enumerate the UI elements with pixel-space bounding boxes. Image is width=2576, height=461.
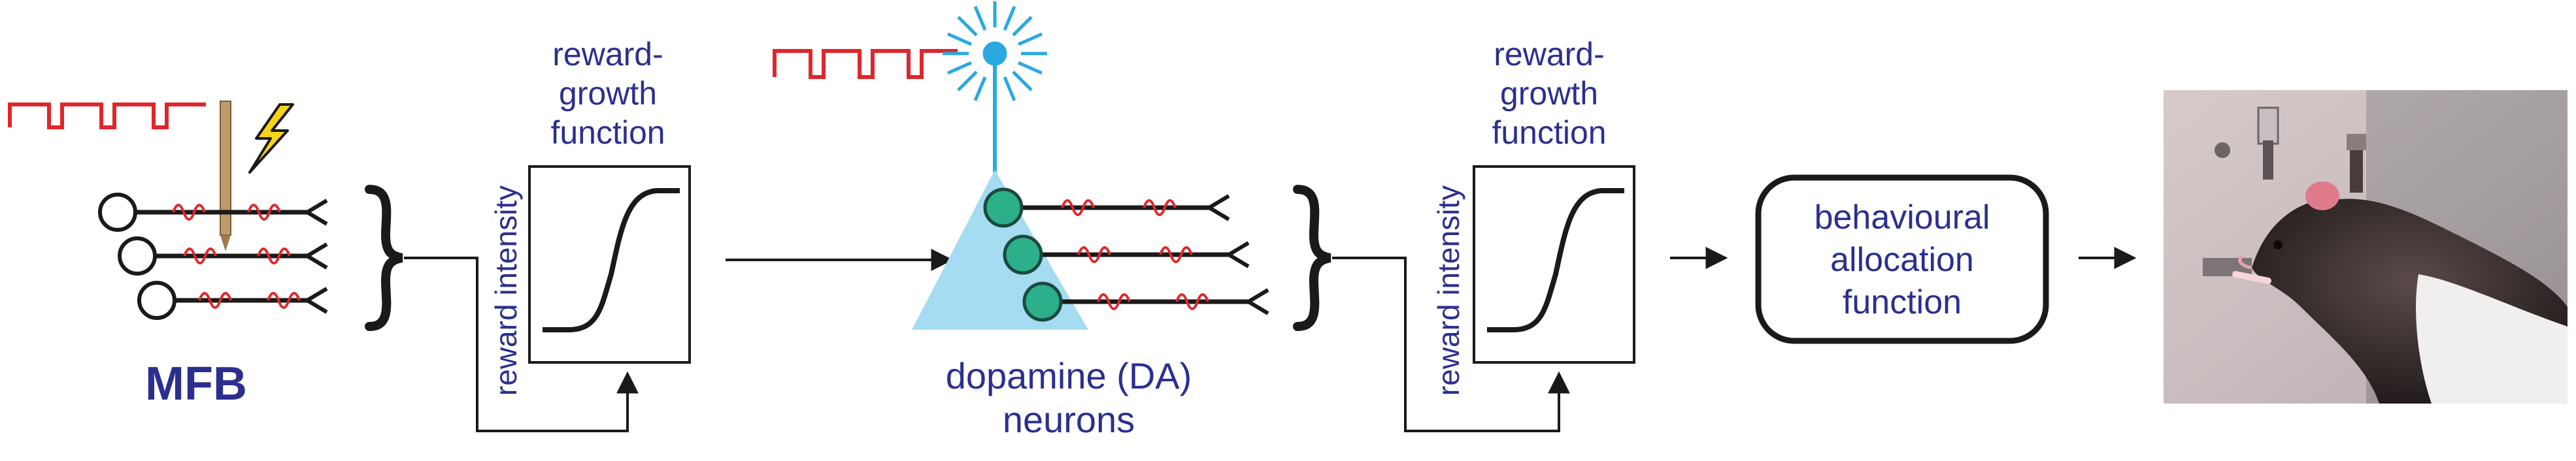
rgf1-title-line2: growth bbox=[559, 75, 657, 112]
mfb-neuron-1 bbox=[98, 193, 328, 232]
reward-growth-function-1: reward- growth function reward intensity bbox=[489, 36, 691, 396]
lightning-bolt-icon bbox=[248, 103, 294, 174]
connector-to-rgf2 bbox=[1332, 257, 1570, 432]
da-neuron-2 bbox=[1003, 234, 1250, 275]
rgf2-plot-box bbox=[1473, 165, 1635, 364]
connector-to-rgf1 bbox=[404, 257, 639, 432]
da-label-line1: dopamine (DA) bbox=[946, 355, 1192, 396]
brace-1 bbox=[365, 185, 403, 331]
rgf2-axis-label: reward intensity bbox=[1431, 185, 1465, 396]
behaviour-line3: function bbox=[1843, 283, 1962, 321]
behaviour-line1: behavioural bbox=[1815, 199, 1990, 236]
rgf1-title-line3: function bbox=[550, 114, 665, 151]
mfb-neuron-2 bbox=[118, 236, 328, 276]
reward-growth-function-2: reward- growth function reward intensity bbox=[1431, 36, 1635, 396]
da-pulse-train-icon bbox=[773, 49, 958, 79]
rat-photo bbox=[2164, 90, 2568, 404]
da-neuron-3 bbox=[1022, 281, 1269, 322]
rgf1-plot-box bbox=[528, 165, 691, 364]
da-label-line2: neurons bbox=[1003, 399, 1135, 440]
rgf1-title-line1: reward- bbox=[552, 36, 663, 72]
da-neuron-1 bbox=[983, 187, 1230, 228]
da-stage: dopamine (DA) neurons bbox=[773, 1, 1269, 440]
behavioural-allocation-box: behavioural allocation function bbox=[1755, 174, 2049, 344]
behaviour-line2: allocation bbox=[1830, 241, 1974, 279]
mfb-label: MFB bbox=[145, 358, 247, 410]
mfb-stage: MFB bbox=[8, 101, 328, 410]
mfb-neuron-3 bbox=[137, 281, 328, 320]
rgf2-title-line3: function bbox=[1492, 114, 1606, 151]
rgf1-axis-label: reward intensity bbox=[489, 185, 523, 396]
rgf1-sigmoid-curve bbox=[543, 188, 680, 332]
pulse-train-icon bbox=[8, 103, 206, 129]
rgf2-title-line1: reward- bbox=[1494, 36, 1604, 72]
rgf2-sigmoid-curve bbox=[1487, 188, 1624, 332]
electrode-icon bbox=[220, 101, 231, 251]
laser-icon bbox=[943, 1, 1047, 106]
brace-2 bbox=[1293, 185, 1331, 331]
rgf2-title-line2: growth bbox=[1500, 75, 1598, 112]
